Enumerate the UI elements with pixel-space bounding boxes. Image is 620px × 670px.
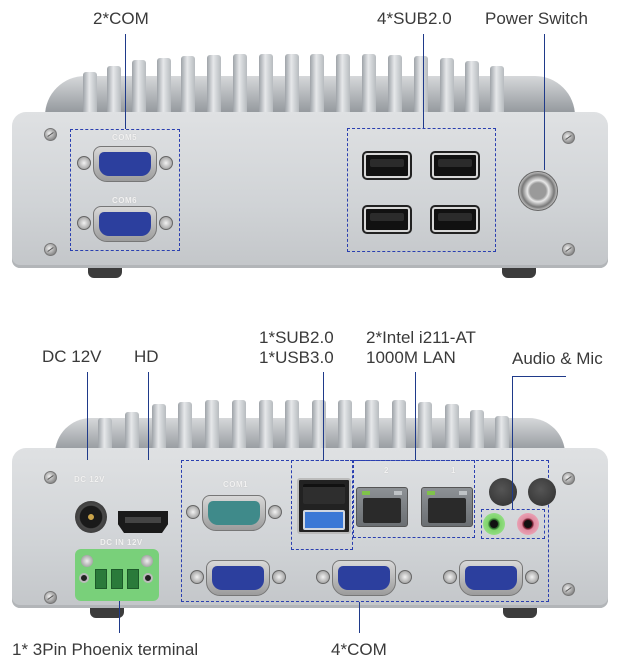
usb-ports-highlight-box [347, 128, 496, 252]
phoenix-silkscreen: DC IN 12V [100, 538, 143, 547]
lan-ports-highlight-box [353, 460, 475, 538]
usb-ports-highlight-box [291, 460, 353, 550]
screw-icon [44, 471, 57, 484]
leader-line [125, 34, 126, 129]
screw-icon [44, 243, 57, 256]
label-lan-line1: 2*Intel i211-AT [366, 328, 476, 347]
mic-in-jack [517, 513, 539, 535]
audio-out-jack [483, 513, 505, 535]
top-chassis-panel [12, 112, 608, 268]
label-hd: HD [134, 347, 159, 366]
label-lan-line2: 1000M LAN [366, 348, 456, 367]
com6-port [77, 206, 173, 242]
leader-line [119, 601, 120, 633]
bottom-heatsink [40, 396, 580, 454]
screw-icon [562, 472, 575, 485]
leader-line [148, 372, 149, 460]
screw-icon [562, 243, 575, 256]
label-4-usb: 4*SUB2.0 [377, 9, 452, 28]
usb2-port [364, 153, 410, 178]
lan2-silkscreen: 2 [384, 466, 389, 475]
power-switch-button [518, 171, 558, 211]
label-power-switch: Power Switch [485, 9, 588, 28]
screw-icon [562, 583, 575, 596]
label-audio-mic: Audio & Mic [512, 349, 603, 368]
leader-line [512, 376, 513, 509]
lan2-port [356, 487, 408, 527]
com6-silkscreen: COM6 [112, 196, 138, 205]
screw-icon [44, 128, 57, 141]
usb2-port [432, 207, 478, 232]
dc-power-jack [75, 501, 107, 533]
com-port [190, 560, 286, 596]
wifi-antenna-cap [528, 478, 556, 506]
leader-line [359, 602, 360, 633]
label-4-com: 4*COM [331, 640, 387, 659]
leader-line [512, 376, 566, 377]
top-heatsink [45, 52, 575, 116]
usb2-port [303, 484, 345, 504]
screw-icon [562, 131, 575, 144]
com1-port [186, 495, 282, 531]
com5-silkscreen: COM5 [112, 133, 138, 142]
usb2-port [364, 207, 410, 232]
leader-line [323, 372, 324, 460]
com-port [443, 560, 539, 596]
label-phoenix-terminal: 1* 3Pin Phoenix terminal [12, 640, 199, 659]
lan1-port [421, 487, 473, 527]
usb3-port [303, 510, 345, 530]
dc-12v-silkscreen: DC 12V [74, 475, 106, 484]
com-ports-highlight-box [70, 129, 180, 251]
chassis-foot [90, 608, 124, 618]
screw-icon [44, 591, 57, 604]
label-2-com: 2*COM [93, 9, 149, 28]
chassis-foot [503, 608, 537, 618]
hdmi-port [118, 511, 168, 533]
usb-stack-port [297, 478, 351, 534]
chassis-foot [88, 268, 122, 278]
audio-ports-highlight-box [481, 509, 545, 539]
com1-silkscreen: COM1 [223, 480, 249, 489]
leader-line [415, 372, 416, 460]
label-usb-line1: 1*SUB2.0 [259, 328, 334, 347]
com-port [316, 560, 412, 596]
label-usb-line2: 1*USB3.0 [259, 348, 334, 367]
phoenix-terminal-block [75, 549, 159, 601]
lan1-silkscreen: 1 [451, 466, 456, 475]
leader-line [544, 34, 545, 170]
leader-line [87, 372, 88, 460]
com5-port [77, 146, 173, 182]
label-dc-12v: DC 12V [42, 347, 102, 366]
usb2-port [432, 153, 478, 178]
chassis-foot [502, 268, 536, 278]
leader-line [423, 34, 424, 128]
